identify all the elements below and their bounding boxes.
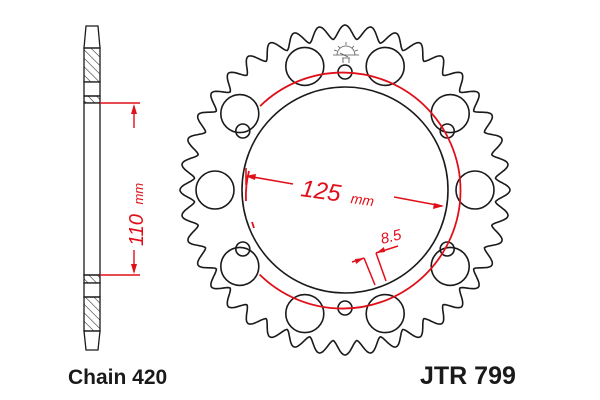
center-bore	[241, 86, 449, 294]
hub-width-value: 110	[126, 214, 148, 246]
svg-text:125 mm: 125 mm	[299, 175, 376, 212]
bolt-circle-value: 125	[299, 175, 343, 207]
lightening-hole	[365, 293, 406, 334]
bolt-hole	[235, 123, 251, 139]
lightening-hole	[430, 246, 471, 287]
bolt-circle-dimension	[245, 168, 444, 209]
bolt-circle	[244, 71, 462, 310]
lightening-hole	[365, 46, 406, 87]
chain-label: Chain 420	[68, 366, 168, 389]
side-profile-view: 110 mm	[83, 25, 148, 351]
svg-text:110 mm: 110 mm	[126, 183, 148, 246]
lightening-hole	[220, 93, 260, 134]
profile-hub	[83, 102, 101, 276]
sun-logo-icon	[333, 42, 359, 63]
bolt-hole	[235, 241, 251, 257]
sprocket-teeth-outline	[179, 24, 511, 356]
profile-hatch-top-small	[83, 95, 101, 104]
hub-width-dimension	[100, 102, 140, 276]
bolt-hole-value: 8.5	[379, 226, 404, 248]
lightening-hole	[195, 170, 235, 210]
profile-tooth-tip-bottom	[83, 330, 101, 351]
bolt-circle-unit: mm	[350, 190, 376, 209]
profile-hatch-bottom	[83, 296, 101, 332]
lightening-hole	[284, 46, 325, 87]
lightening-holes	[195, 46, 495, 334]
profile-tooth-tip-top	[83, 25, 101, 49]
lightening-hole	[455, 170, 495, 210]
hub-width-unit: mm	[131, 183, 146, 205]
lightening-hole	[220, 246, 260, 287]
profile-hatch-top	[83, 47, 101, 83]
front-view: 125 mm 8.5	[179, 24, 511, 356]
lightening-hole	[284, 293, 325, 334]
profile-hatch-bottom-small	[83, 274, 101, 284]
bolt-hole-dimension	[351, 245, 399, 286]
bolt-hole	[439, 241, 456, 257]
lightening-hole	[430, 93, 471, 134]
part-number: JTR 799	[420, 362, 516, 390]
